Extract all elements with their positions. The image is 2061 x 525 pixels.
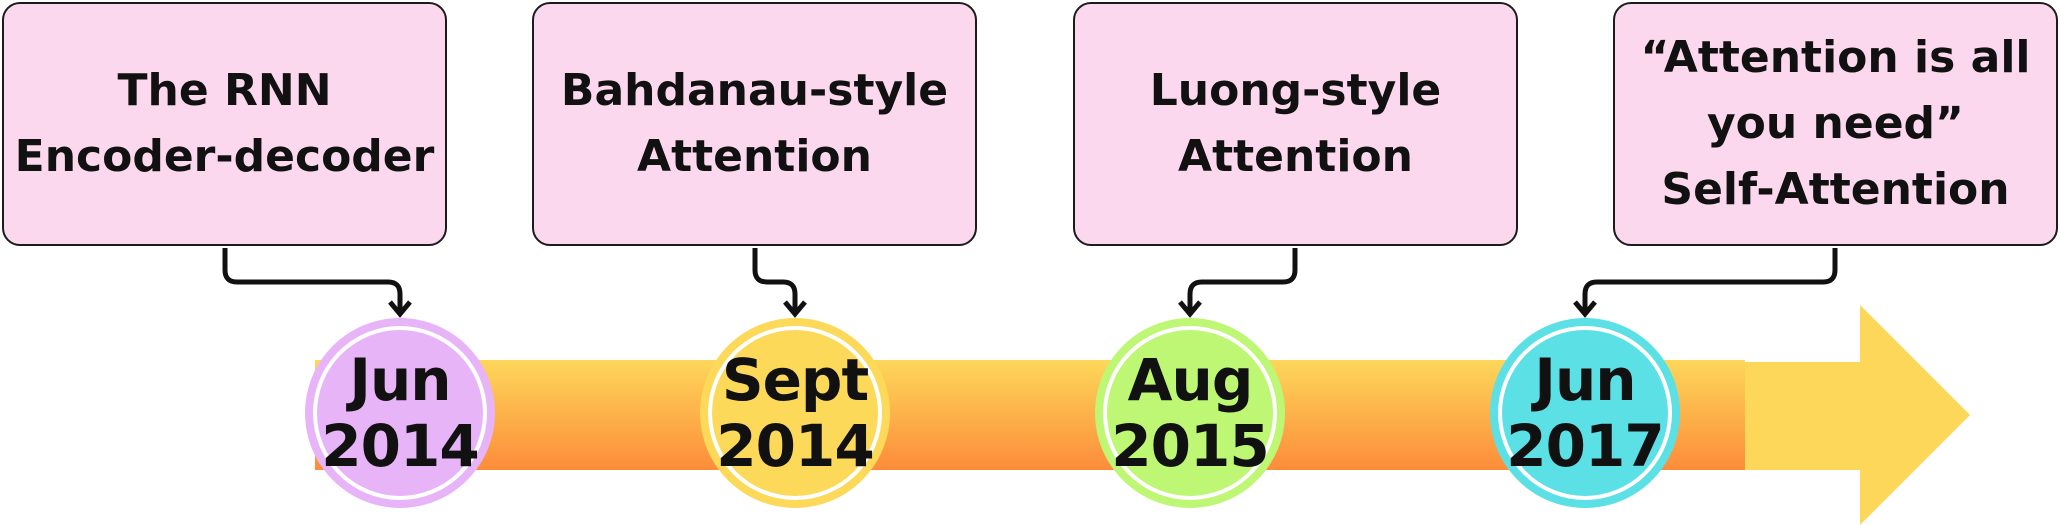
connector-line-3 xyxy=(1187,248,1298,312)
date-label: Aug 2015 xyxy=(1111,346,1269,480)
date-label: Sept 2014 xyxy=(716,346,874,480)
milestone-box-2: Bahdanau-style Attention xyxy=(532,2,977,246)
milestone-title: Luong-style Attention xyxy=(1149,65,1442,182)
date-label: Jun 2014 xyxy=(321,346,479,480)
milestone-box-1: The RNN Encoder-decoder xyxy=(2,2,447,246)
connector-arrowhead-2 xyxy=(783,300,807,318)
date-circle-3: Aug 2015 xyxy=(1095,318,1285,508)
connector-arrowhead-3 xyxy=(1178,300,1202,318)
connector-line-1 xyxy=(222,248,403,312)
milestone-box-4: “Attention is all you need” Self-Attenti… xyxy=(1613,2,2058,246)
milestone-title: Bahdanau-style Attention xyxy=(560,65,949,182)
milestone-box-3: Luong-style Attention xyxy=(1073,2,1518,246)
date-circle-4: Jun 2017 xyxy=(1490,318,1680,508)
connector-arrowhead-4 xyxy=(1573,300,1597,318)
date-circle-2: Sept 2014 xyxy=(700,318,890,508)
connector-line-2 xyxy=(752,248,798,312)
milestone-title: The RNN Encoder-decoder xyxy=(14,65,435,182)
connector-line-4 xyxy=(1582,248,1838,312)
date-label: Jun 2017 xyxy=(1506,346,1664,480)
date-circle-1: Jun 2014 xyxy=(305,318,495,508)
arrow-head xyxy=(1745,305,1970,525)
milestone-title: “Attention is all you need” Self-Attenti… xyxy=(1640,32,2031,215)
connector-arrowhead-1 xyxy=(388,300,412,318)
